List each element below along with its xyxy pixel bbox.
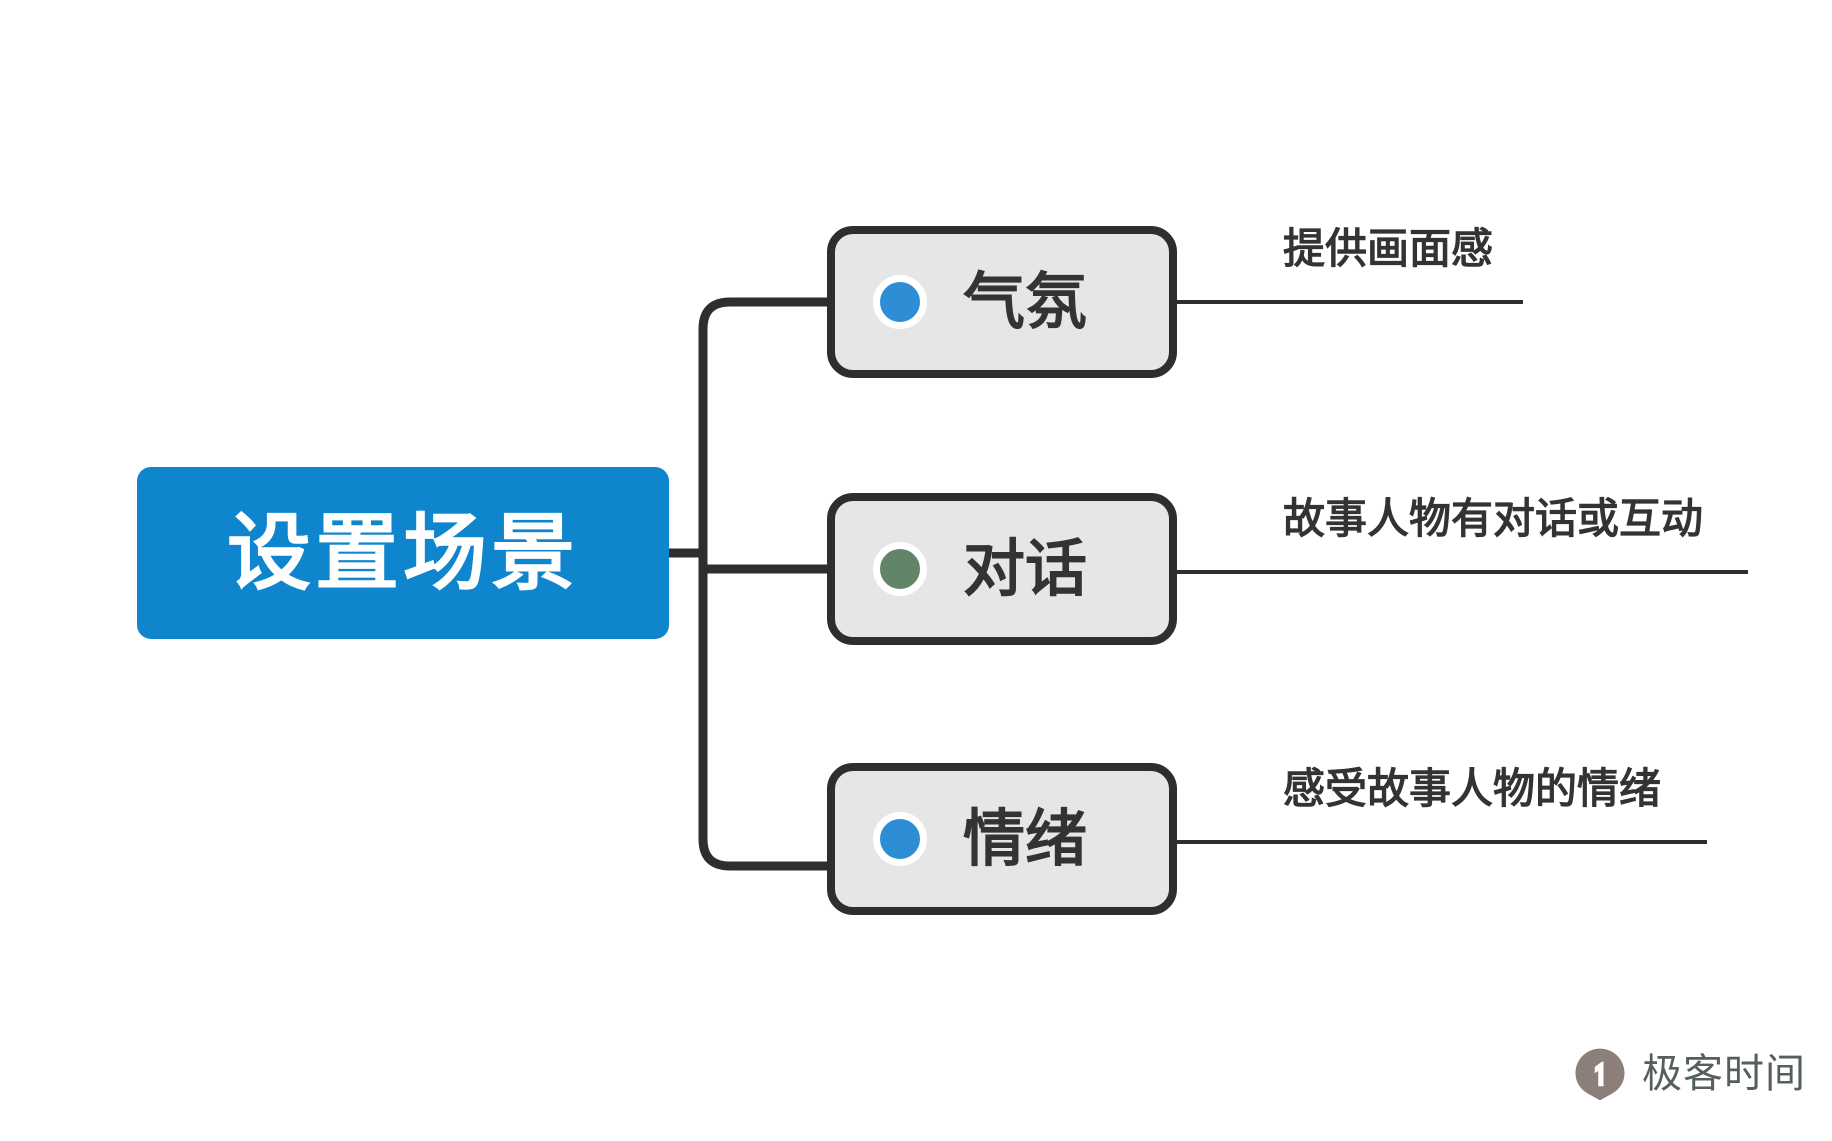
root-node[interactable]: 设置场景 — [137, 467, 669, 639]
branch-node-atmosphere[interactable]: 气氛 — [827, 226, 1177, 378]
annotation-atmosphere: 提供画面感 — [1281, 228, 1493, 288]
branch-node-label: 对话 — [963, 532, 1088, 605]
annotation-text: 故事人物有对话或互动 — [1283, 494, 1704, 543]
branch-node-label: 情绪 — [963, 802, 1088, 875]
bullet-dot-icon — [873, 275, 927, 329]
bullet-dot-icon — [873, 812, 927, 866]
brand-name: 极客时间 — [1642, 1051, 1806, 1097]
branch-node-emotion[interactable]: 情绪 — [827, 763, 1177, 915]
annotation-text: 感受故事人物的情绪 — [1283, 764, 1662, 813]
elbow-branch-3 — [698, 834, 836, 871]
annotation-emotion: 感受故事人物的情绪 — [1281, 768, 1661, 828]
brand-logo: 极客时间 — [1572, 1046, 1806, 1102]
annotation-text: 提供画面感 — [1283, 224, 1494, 273]
elbow-branch-1 — [698, 297, 836, 334]
branch-node-dialogue[interactable]: 对话 — [827, 493, 1177, 645]
bullet-dot-icon — [873, 542, 927, 596]
annotation-dialogue: 故事人物有对话或互动 — [1281, 498, 1703, 558]
geektime-logo-icon — [1575, 1048, 1625, 1101]
root-node-label: 设置场景 — [226, 504, 579, 602]
branch-node-label: 气氛 — [963, 265, 1088, 338]
